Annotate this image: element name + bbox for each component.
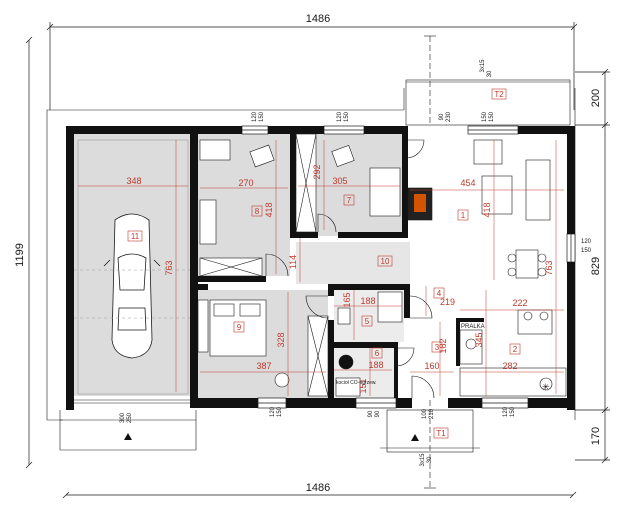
- room-9-width: 387: [256, 361, 271, 371]
- room-6-number: 6: [375, 349, 380, 358]
- room-6-width: 188: [368, 360, 383, 370]
- room-10-number: 10: [381, 257, 390, 266]
- svg-text:150: 150: [510, 406, 516, 417]
- room-4-height: 219: [440, 297, 455, 307]
- svg-text:150: 150: [489, 111, 495, 122]
- svg-text:90: 90: [375, 410, 381, 417]
- windows: [241, 125, 576, 409]
- room-2-height: 345: [474, 332, 484, 347]
- svg-text:120: 120: [503, 406, 509, 417]
- room-10-floor: [296, 242, 410, 284]
- room-1-width: 454: [460, 178, 475, 188]
- svg-text:250: 250: [127, 412, 133, 423]
- room-2-width: 282: [502, 361, 517, 371]
- top-overall-width: 1486: [306, 13, 330, 25]
- garage-door-line: [59, 399, 197, 451]
- left-overall-dimension: [25, 36, 33, 469]
- room-1-height: 418: [482, 202, 492, 217]
- svg-text:120: 120: [337, 111, 343, 122]
- exterior-walls: [66, 126, 575, 410]
- interior-walls: [190, 126, 484, 400]
- bottom-overall-width: 1486: [306, 482, 330, 494]
- svg-text:150: 150: [482, 111, 488, 122]
- room-1-number: 1: [461, 211, 466, 220]
- terrace-bottom-dim-b: 30: [427, 456, 433, 463]
- door-swings: [265, 139, 435, 399]
- svg-text:90: 90: [439, 113, 445, 120]
- room-5-number: 5: [365, 317, 370, 326]
- room-1-depth: 763: [544, 260, 554, 275]
- right-overall-dimension: [575, 68, 610, 464]
- svg-text:150: 150: [259, 111, 265, 122]
- svg-text:210: 210: [429, 408, 435, 419]
- pralka-label: PRALKA: [461, 324, 485, 330]
- room-8-height: 418: [264, 202, 274, 217]
- svg-text:100: 100: [422, 408, 428, 419]
- svg-text:300: 300: [120, 412, 126, 423]
- terrace-t1-label: T1: [436, 429, 446, 438]
- room-7-number: 7: [347, 196, 352, 205]
- terrace-t2-label: T2: [494, 90, 504, 99]
- svg-text:150: 150: [277, 406, 283, 417]
- terrace-bottom-dim-a: 3x15: [420, 453, 426, 467]
- house-entry-arrow-icon: [411, 434, 419, 441]
- terrace-t1: [380, 400, 480, 489]
- room-3-number: 3: [435, 343, 440, 352]
- right-dim-200: 200: [590, 89, 602, 107]
- room-8-number: 8: [255, 207, 260, 216]
- room-5-height: 165: [342, 292, 352, 307]
- room-11-height: 763: [164, 260, 174, 275]
- right-dim-170: 170: [590, 427, 602, 445]
- svg-text:120: 120: [252, 111, 258, 122]
- room-10-height: 114: [288, 255, 298, 269]
- svg-text:150: 150: [344, 111, 350, 122]
- svg-text:120: 120: [581, 239, 592, 245]
- room-number-text: 11 8 7 1 2 9 5 6 3 4 10: [131, 196, 518, 358]
- room-7-width: 305: [332, 176, 347, 186]
- bottom-overall-dimension: [62, 491, 577, 499]
- left-overall-height: 1199: [14, 243, 26, 267]
- svg-text:90: 90: [368, 410, 374, 417]
- room-9-number: 9: [237, 323, 242, 332]
- room-4-number: 4: [437, 289, 442, 298]
- room-dim-lines: [78, 140, 564, 396]
- garage-dashed-lines: [74, 269, 190, 319]
- svg-text:230: 230: [446, 111, 452, 122]
- top-overall-dimension: [46, 22, 578, 110]
- window-dims: 120 150 120 150 90 230 150 150 120 150 1…: [120, 111, 592, 423]
- terrace-t2: [405, 35, 571, 126]
- terrace-top-dim-b: 30: [487, 70, 493, 77]
- room-dims: 348 763 270 418 305 292 454 418 763 222 …: [126, 164, 554, 393]
- car-icon: [103, 213, 161, 359]
- room-3-width: 160: [424, 361, 439, 371]
- fan-icon: ✳: [542, 383, 550, 393]
- svg-text:150: 150: [581, 248, 592, 254]
- boiler-label: kocioł CO-ogrzew.: [336, 380, 377, 386]
- room-numbers: [127, 194, 521, 359]
- room-9-height: 328: [276, 332, 286, 347]
- terrace-t2-label-box: [491, 88, 507, 100]
- terrace-t1-label-box: [433, 427, 449, 439]
- room-11-number: 11: [131, 232, 140, 241]
- room-3-height: 182: [438, 338, 448, 353]
- room-8-width: 270: [238, 178, 253, 188]
- room-2-width-top: 222: [512, 298, 527, 308]
- room-6-height: 151: [358, 378, 368, 393]
- room-5-width: 188: [360, 296, 375, 306]
- furniture: [197, 133, 567, 397]
- garage-inner-outline: [77, 139, 189, 395]
- room-2-number: 2: [513, 345, 518, 354]
- right-dim-829: 829: [590, 257, 602, 275]
- room-7-height: 292: [312, 164, 322, 179]
- garage-entry-arrow-icon: [124, 433, 132, 440]
- terrace-top-dim-a: 3x15: [480, 59, 486, 73]
- room-11-width: 348: [126, 176, 141, 186]
- svg-text:120: 120: [270, 406, 276, 417]
